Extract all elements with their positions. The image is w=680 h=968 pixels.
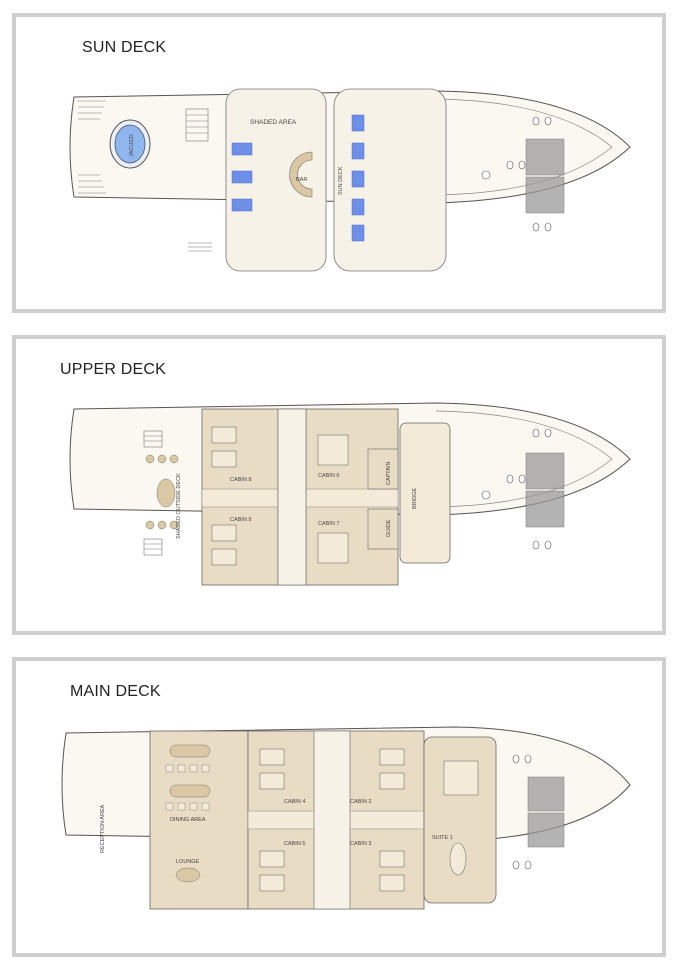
cabin2-label: CABIN 2 bbox=[350, 799, 371, 805]
jacuzzi-label: JACUZZI bbox=[129, 134, 135, 157]
upper-deck-title: UPPER DECK bbox=[60, 361, 167, 378]
guide-label: GUIDE bbox=[386, 519, 392, 537]
cabin7-label: CABIN 7 bbox=[318, 521, 339, 527]
cabin8-label: CABIN 8 bbox=[230, 477, 251, 483]
main-deck-title: MAIN DECK bbox=[70, 683, 161, 700]
shaded-area-label: SHADED AREA bbox=[250, 119, 297, 126]
bridge bbox=[399, 422, 451, 564]
dining-area-label: DINING AREA bbox=[170, 817, 206, 823]
lounge-label: LOUNGE bbox=[176, 859, 200, 865]
sun-deck-panel: SUN DECK JACUZZI SHADED AREA BAR bbox=[12, 13, 666, 313]
upper-deck-panel: UPPER DECK SHADED OUTSIDE DECK CABIN bbox=[12, 335, 666, 635]
upper-deck-table bbox=[145, 454, 179, 530]
sun-deck-stern-steps bbox=[78, 100, 106, 194]
shaded-area bbox=[225, 88, 327, 272]
upper-deck-plan: SHADED OUTSIDE DECK CABIN 8 CABIN 6 CABI… bbox=[69, 402, 631, 586]
cabin4-label: CABIN 4 bbox=[284, 799, 305, 805]
suite1-label: SUITE 1 bbox=[432, 835, 453, 841]
sun-deck-loungers bbox=[351, 114, 365, 242]
shaded-outside-deck-label: SHADED OUTSIDE DECK bbox=[176, 473, 182, 539]
upper-deck-bow-nets bbox=[525, 452, 565, 528]
main-deck-bow-nets bbox=[527, 776, 565, 848]
cabin3-label: CABIN 3 bbox=[350, 841, 371, 847]
captain-label: CAPTAIN bbox=[386, 462, 392, 485]
bridge-label: BRIDGE bbox=[412, 488, 418, 509]
sun-deck-title: SUN DECK bbox=[82, 39, 167, 56]
cabin6-label: CABIN 6 bbox=[318, 473, 339, 479]
bar bbox=[289, 151, 313, 198]
main-deck-panel: MAIN DECK RECEPTION AREA DINING AREA LOU… bbox=[12, 657, 666, 957]
dining-lounge-block bbox=[149, 730, 249, 910]
sun-deck-area bbox=[333, 88, 447, 272]
main-deck-plan: RECEPTION AREA DINING AREA LOUNGE CABIN … bbox=[61, 726, 631, 910]
reception-area-label: RECEPTION AREA bbox=[100, 804, 106, 853]
cabin5-label: CABIN 5 bbox=[284, 841, 305, 847]
shaded-area-loungers bbox=[231, 142, 253, 212]
lounge-table bbox=[175, 867, 201, 883]
cabin9-label: CABIN 9 bbox=[230, 517, 251, 523]
sun-deck-bow-nets bbox=[525, 138, 565, 214]
sun-deck-label: SUN DECK bbox=[338, 166, 344, 195]
bar-label: BAR bbox=[296, 177, 307, 183]
sun-deck-plan: JACUZZI SHADED AREA BAR SUN DECK bbox=[69, 88, 631, 272]
dining-tables bbox=[169, 744, 211, 798]
